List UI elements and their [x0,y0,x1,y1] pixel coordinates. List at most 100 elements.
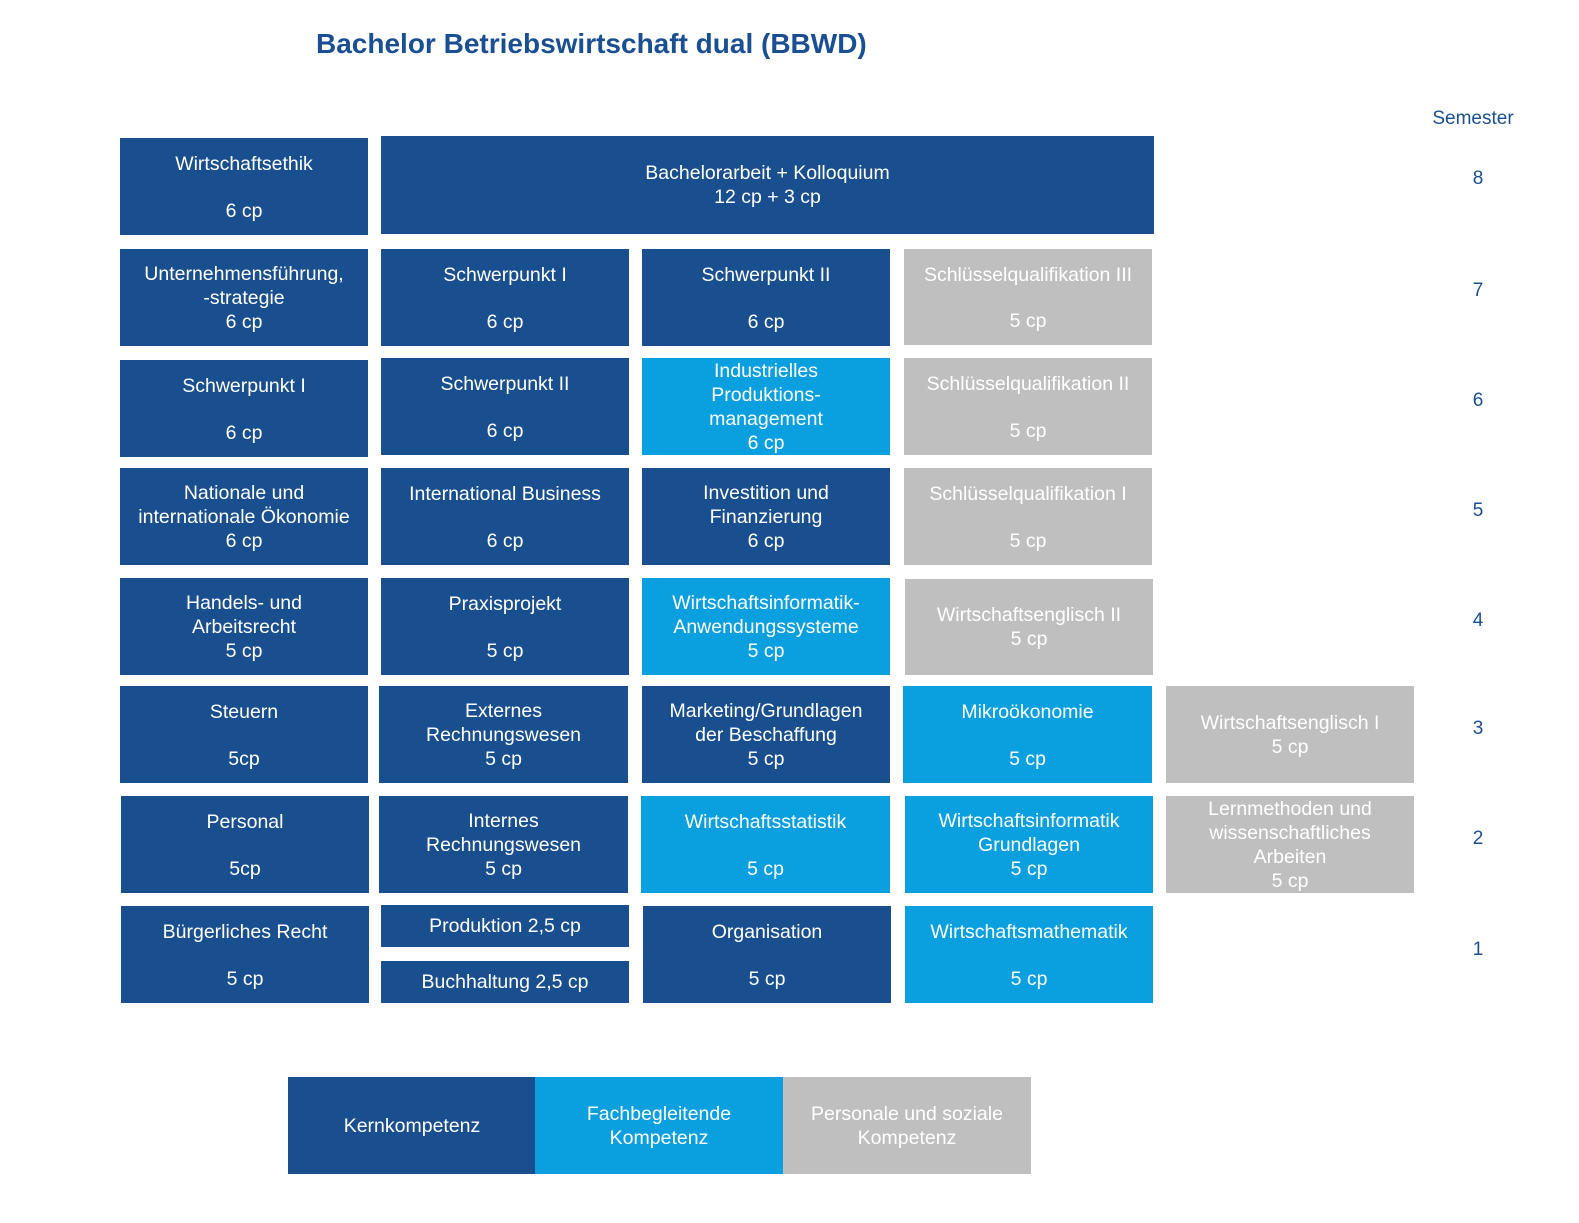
module-name: Organisation [711,921,823,943]
legend-label-line: Fachbegleitende [586,1102,732,1125]
module-name-line: Wirtschaftsinformatik [938,810,1120,832]
module-name-line: der Beschaffung [695,724,837,746]
legend-label: Personale und soziale Kompetenz [787,1102,1027,1150]
module-cp: 5 cp [747,640,785,662]
legend-label: Kernkompetenz [343,1114,481,1137]
module-cp: 5 cp [485,858,522,880]
legend-personale-soziale-kompetenz: Personale und soziale Kompetenz [783,1077,1031,1174]
module-oekonomie: Nationale und internationale Ökonomie 6 … [120,468,368,565]
module-label: Buchhaltung 2,5 cp [421,971,589,993]
module-personal: Personal 5cp [121,796,369,893]
module-name: Wirtschaftsenglisch I [1200,711,1380,734]
module-wirtschaftsenglisch-1: Wirtschaftsenglisch I 5 cp [1166,686,1414,783]
module-internes-rechnungswesen: Internes Rechnungswesen 5 cp [379,796,628,893]
module-cp: 5 cp [1009,310,1047,332]
module-cp: 5 cp [1009,420,1047,442]
module-handels-arbeitsrecht: Handels- und Arbeitsrecht 5 cp [120,578,368,675]
module-cp: 5 cp [1010,628,1048,650]
module-schwerpunkt-2-s7: Schwerpunkt II 6 cp [642,249,890,346]
module-name-line: Handels- und [186,592,302,614]
module-label: Produktion 2,5 cp [429,915,581,937]
module-name-line: Anwendungssysteme [673,616,859,638]
module-schluesselqualifikation-1: Schlüsselqualifikation I 5 cp [904,468,1152,565]
module-cp: 5 cp [747,858,784,880]
semester-header: Semester [1432,108,1514,129]
module-industrielles-produktionsmanagement: Industrielles Produktions- management 6 … [642,358,890,455]
module-cp: 6 cp [225,530,263,552]
module-name: Steuern [209,701,279,723]
module-bachelorarbeit: Bachelorarbeit + Kolloquium 12 cp + 3 cp [381,136,1154,234]
module-name-line: Marketing/Grundlagen [669,700,863,722]
module-schluesselqualifikation-3: Schlüsselqualifikation III 5 cp [904,249,1152,345]
legend-kernkompetenz: Kernkompetenz [288,1077,536,1174]
module-investition-finanzierung: Investition und Finanzierung 6 cp [642,468,890,565]
module-cp: 6 cp [747,530,785,552]
module-name: Wirtschaftsmathematik [930,921,1128,943]
module-organisation: Organisation 5 cp [643,906,891,1003]
module-mikrooekonomie: Mikroökonomie 5 cp [903,686,1152,783]
module-name-line: management [709,408,823,430]
module-name-line: Rechnungswesen [425,834,582,856]
module-name-line: Nationale und [183,482,305,504]
module-wirtschaftsethik: Wirtschaftsethik 6 cp [120,138,368,235]
module-name: Bachelorarbeit + Kolloquium [645,162,890,184]
module-cp: 5 cp [1271,735,1309,758]
semester-number-6: 6 [1472,390,1484,411]
module-name: Schwerpunkt II [701,264,831,286]
module-marketing-beschaffung: Marketing/Grundlagen der Beschaffung 5 c… [642,686,890,783]
module-steuern: Steuern 5cp [120,686,368,783]
module-name: Schwerpunkt I [182,375,306,397]
module-wirtschaftsenglisch-2: Wirtschaftsenglisch II 5 cp [905,579,1153,675]
module-name: Schlüsselqualifikation III [923,264,1133,286]
module-cp: 5 cp [1009,530,1047,552]
module-cp: 6 cp [486,420,524,442]
module-name: Wirtschaftsstatistik [684,811,847,833]
module-name-line: Produktions- [711,384,821,406]
module-cp: 5 cp [225,640,263,662]
module-cp: 6 cp [225,311,263,333]
legend-fachbegleitende-kompetenz: Fachbegleitende Kompetenz [535,1077,783,1174]
module-lernmethoden: Lernmethoden und wissenschaftliches Arbe… [1166,796,1414,893]
module-name-line: -strategie [203,287,285,309]
module-name: Wirtschaftsenglisch II [936,604,1122,626]
module-name: Schlüsselqualifikation I [929,483,1127,505]
module-schwerpunkt-1-s6: Schwerpunkt I 6 cp [120,360,368,457]
module-cp: 6 cp [225,200,263,222]
module-name-line: Finanzierung [709,506,823,528]
module-name-line: Lernmethoden und [1208,798,1372,820]
module-name: Schwerpunkt I [443,264,567,286]
module-cp: 5 cp [748,968,786,990]
module-cp: 5cp [228,748,260,770]
module-produktion: Produktion 2,5 cp [381,905,629,947]
legend-label-line: Kompetenz [857,1126,957,1149]
module-praxisprojekt: Praxisprojekt 5 cp [381,578,629,675]
module-cp: 5 cp [1009,748,1046,770]
module-name: Schlüsselqualifikation II [926,373,1130,395]
module-name-line: wissenschaftliches [1209,822,1371,844]
semester-number-4: 4 [1472,610,1484,631]
semester-number-8: 8 [1472,168,1484,189]
module-cp: 5 cp [747,748,785,770]
module-name: Personal [206,811,284,833]
semester-number-3: 3 [1472,718,1484,739]
module-cp: 12 cp + 3 cp [714,186,821,208]
module-name-line: Internes [468,810,539,832]
legend-label-line: Kompetenz [609,1126,709,1149]
page-title: Bachelor Betriebswirtschaft dual (BBWD) [316,28,867,59]
module-cp: 6 cp [225,422,263,444]
module-buchhaltung: Buchhaltung 2,5 cp [381,961,629,1003]
module-cp: 6 cp [747,311,785,333]
semester-number-1: 1 [1472,939,1484,960]
semester-number-5: 5 [1472,500,1484,521]
module-wi-grundlagen: Wirtschaftsinformatik Grundlagen 5 cp [905,796,1153,893]
module-buergerliches-recht: Bürgerliches Recht 5 cp [121,906,369,1003]
module-name-line: Grundlagen [978,834,1080,856]
module-name: Wirtschaftsethik [175,153,313,175]
module-name-line: Wirtschaftsinformatik- [672,592,860,614]
module-schwerpunkt-1-s7: Schwerpunkt I 6 cp [381,249,629,346]
module-cp: 5 cp [226,968,264,990]
module-cp: 5 cp [1010,968,1048,990]
module-schwerpunkt-2-s6: Schwerpunkt II 6 cp [381,358,629,455]
module-cp: 5 cp [1010,858,1048,880]
module-name-line: Rechnungswesen [425,724,582,746]
